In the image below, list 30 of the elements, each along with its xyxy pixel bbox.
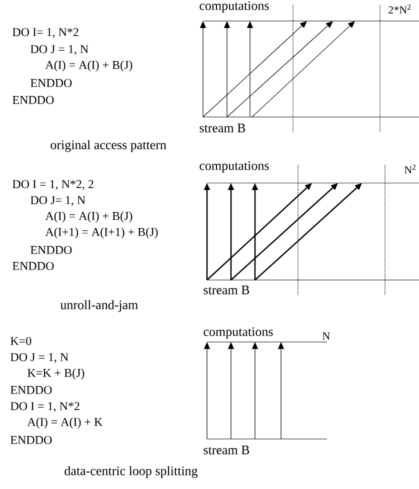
code-line: DO I = 1, N*2 xyxy=(10,402,80,412)
code-line: A(I) = A(I) + K xyxy=(27,418,103,428)
axis-label: N$^{2}$ xyxy=(404,164,416,174)
axis-label: N xyxy=(322,332,330,340)
code-line: DO J= 1, N xyxy=(30,196,86,206)
code-line: K=K + B(J) xyxy=(28,368,84,380)
axis-label: 2*N$^{2}$ xyxy=(388,4,411,14)
code-line: ENDDO xyxy=(30,246,72,254)
code-line: DO J = 1, N xyxy=(30,45,88,55)
panel-caption: unroll-and-jam xyxy=(60,300,138,312)
code-line: ENDDO xyxy=(10,436,52,444)
axis-label: stream B xyxy=(200,124,246,132)
axis-label: stream B xyxy=(204,446,250,454)
code-line: A(I+1) = A(I+1) + B(J) xyxy=(45,228,158,238)
code-line: ENDDO xyxy=(12,96,54,104)
axis-label: computations xyxy=(204,327,273,339)
panel-caption: original access pattern xyxy=(50,140,166,152)
axis-label: computations xyxy=(200,1,269,13)
code-line: ENDDO xyxy=(30,78,72,88)
code-line: A(I) = A(I) + B(J) xyxy=(45,212,132,222)
code-line: DO I= 1, N*2 xyxy=(12,28,78,38)
code-line: DO I = 1, N*2, 2 xyxy=(12,180,94,190)
code-line: ENDDO xyxy=(10,386,52,394)
axis-label: stream B xyxy=(204,286,250,294)
panel-caption: data-centric loop splitting xyxy=(64,466,198,478)
code-line: ENDDO xyxy=(12,262,54,270)
code-line: K=0 xyxy=(10,336,32,346)
code-line: A(I) = A(I) + B(J) xyxy=(45,60,132,72)
code-line: DO J = 1, N xyxy=(10,353,68,363)
axis-label: computations xyxy=(200,161,269,173)
